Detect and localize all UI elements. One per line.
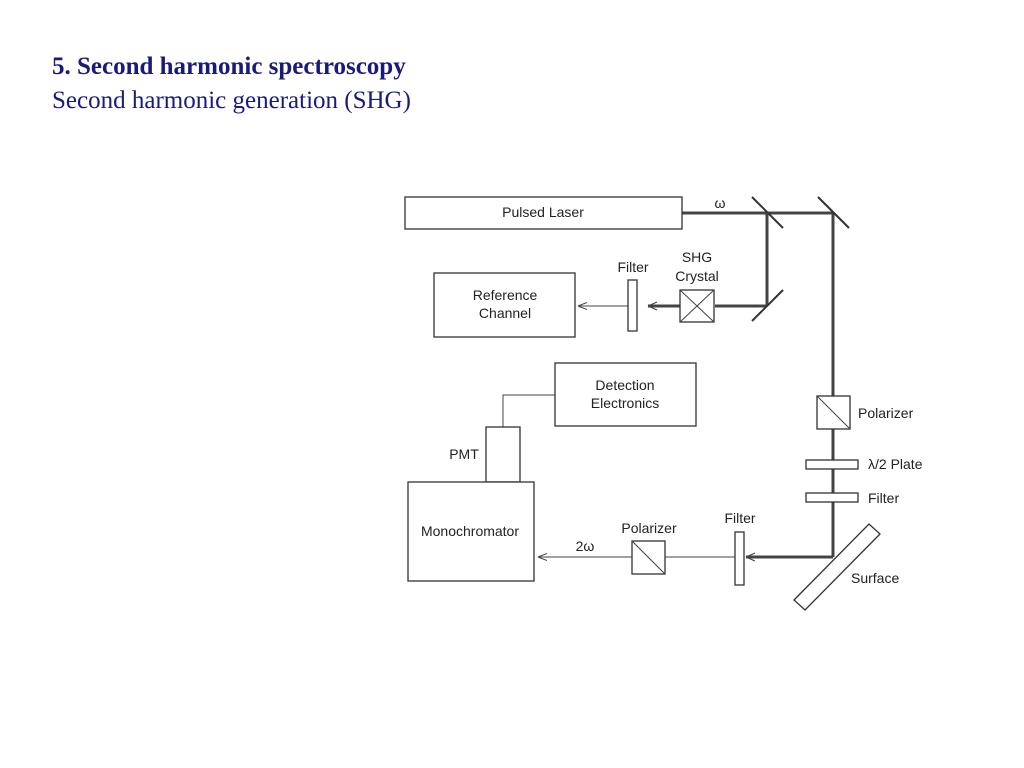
filter-bottom xyxy=(734,531,745,586)
half-wave-plate-label: λ/2 Plate xyxy=(868,456,923,472)
mirror-2 xyxy=(817,196,850,229)
slide-title: 5. Second harmonic spectroscopy xyxy=(52,53,406,80)
detection-electronics-box xyxy=(554,362,697,427)
monochromator-box xyxy=(407,481,535,582)
reference-label-line2: Channel xyxy=(479,305,531,321)
filter-right-label: Filter xyxy=(868,490,899,506)
pulsed-laser-box xyxy=(404,196,683,230)
pmt-box xyxy=(485,426,521,483)
slide-subtitle: Second harmonic generation (SHG) xyxy=(52,87,411,114)
thin-beams xyxy=(502,306,735,557)
filter-bottom-label: Filter xyxy=(724,510,755,526)
beam-arrow-top xyxy=(647,301,658,311)
monochromator-label: Monochromator xyxy=(421,523,519,539)
two-omega-label: 2ω xyxy=(576,538,595,554)
pulsed-laser-label: Pulsed Laser xyxy=(502,204,584,220)
reference-label-line1: Reference xyxy=(473,287,538,303)
polarizer-right-label: Polarizer xyxy=(858,405,914,421)
filter-top xyxy=(627,279,638,332)
shg-crystal-cross-2 xyxy=(679,289,715,323)
reference-channel-box xyxy=(433,272,576,338)
omega-label: ω xyxy=(715,195,726,211)
polarizer-right-diagonal xyxy=(816,395,851,430)
detection-label-line2: Electronics xyxy=(591,395,659,411)
half-wave-plate xyxy=(805,459,859,470)
filter-top-label: Filter xyxy=(617,259,648,275)
shg-label-line2: Crystal xyxy=(675,268,719,284)
surface-label: Surface xyxy=(851,570,899,586)
filter-right xyxy=(805,492,859,503)
polarizer-bottom-diagonal xyxy=(631,540,666,575)
mirror-1 xyxy=(751,196,784,229)
shg-label-line1: SHG xyxy=(682,249,712,265)
surface xyxy=(793,523,881,611)
mirror-3 xyxy=(751,289,784,322)
beam-arrow-bottom xyxy=(745,552,756,562)
pmt-label: PMT xyxy=(449,446,479,462)
polarizer-bottom-label: Polarizer xyxy=(621,520,677,536)
detection-label-line1: Detection xyxy=(595,377,654,393)
